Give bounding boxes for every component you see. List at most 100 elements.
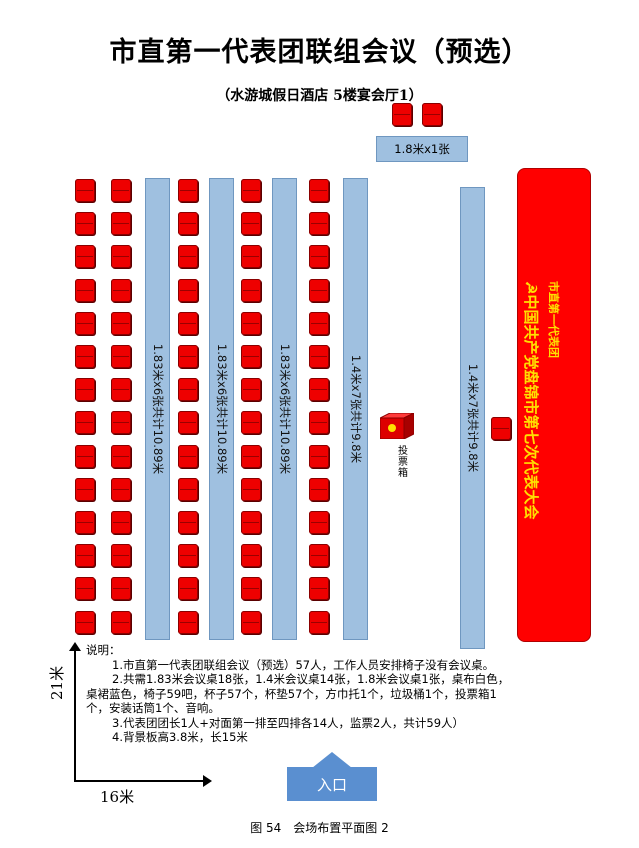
chair (241, 544, 261, 568)
chair (178, 610, 198, 634)
chair (178, 544, 198, 568)
chair (422, 103, 442, 126)
axis-x-line (74, 780, 207, 782)
chair (178, 345, 198, 368)
notes: 说明： 1.市直第一代表团联组会议（预选）57人，工作人员安排椅子没有会议桌。 … (86, 643, 518, 745)
chair (111, 179, 131, 202)
page-title: 市直第一代表团联组会议（预选） (109, 37, 530, 68)
chair (309, 179, 329, 202)
chair (75, 245, 95, 269)
chair (75, 511, 95, 534)
conference-table-3: 1.83米x6张共计10.89米 (272, 178, 297, 640)
chair (75, 179, 95, 202)
chair (111, 212, 131, 236)
axis-y-line (74, 648, 76, 781)
conference-table-2: 1.83米x6张共计10.89米 (209, 178, 234, 640)
chair (178, 179, 198, 202)
entrance-arrow-icon (312, 752, 352, 768)
chair (75, 544, 95, 568)
chair (178, 311, 198, 335)
chair (111, 245, 131, 269)
note-item: 1.市直第一代表团联组会议（预选）57人，工作人员安排椅子没有会议桌。 (112, 657, 495, 672)
chair (75, 212, 95, 236)
chair (75, 577, 95, 601)
chair (75, 378, 95, 402)
chair (178, 444, 198, 468)
note-item: 4.背景板高3.8米，长15米 (112, 730, 248, 744)
chair (309, 411, 329, 435)
chair (309, 278, 329, 302)
chair (178, 278, 198, 302)
figure-caption: 图 54 会场布置平面图 2 (250, 821, 389, 835)
arrow-right-icon (203, 775, 212, 787)
ballot-box-label: 投票箱 (398, 446, 408, 479)
chair (75, 477, 95, 501)
chair (178, 577, 198, 601)
chair (309, 544, 329, 568)
chair (309, 610, 329, 634)
chair (111, 544, 131, 568)
chair (309, 444, 329, 468)
chair (111, 511, 131, 534)
chair (241, 444, 261, 468)
chair (75, 278, 95, 302)
conference-table-1: 1.83米x6张共计10.89米 (145, 178, 170, 640)
chair (309, 511, 329, 534)
chair (111, 345, 131, 368)
note-item: 2.共需1.83米会议桌18张，1.4米会议桌14张，1.8米会议桌1张，桌布白… (86, 672, 510, 715)
chair (111, 378, 131, 402)
chair (309, 477, 329, 501)
table-label: 1.83米x6张共计10.89米 (150, 343, 165, 475)
ballot-box-icon (380, 413, 414, 439)
chair (392, 103, 412, 126)
chair (75, 345, 95, 368)
chair (491, 417, 511, 440)
chair (178, 411, 198, 435)
conference-table-4: 1.4米x7张共计9.8米 (343, 178, 368, 640)
chair (241, 212, 261, 236)
chair (241, 477, 261, 501)
chair (309, 245, 329, 269)
chair (309, 345, 329, 368)
backdrop-banner-subtitle: 市直第一代表团 (547, 281, 560, 358)
table-label: 1.4米x7张共计9.8米 (348, 354, 363, 464)
backdrop-banner-title: ☭中国共产党盘锦市第七次代表大会 (522, 281, 540, 520)
chair (178, 511, 198, 534)
chair (241, 511, 261, 534)
chair (241, 311, 261, 335)
chair (309, 212, 329, 236)
chair (75, 610, 95, 634)
chair (75, 311, 95, 335)
chair (241, 610, 261, 634)
chair (178, 245, 198, 269)
chair (178, 378, 198, 402)
conference-table-5: 1.4米x7张共计9.8米 (460, 187, 485, 649)
chair (309, 378, 329, 402)
chair (241, 411, 261, 435)
axis-y-label: 21米 (48, 665, 66, 700)
chair (111, 411, 131, 435)
entrance-marker: 入口 (287, 767, 377, 801)
chair (178, 212, 198, 236)
chair (241, 345, 261, 368)
chair (241, 378, 261, 402)
chair (241, 278, 261, 302)
note-item: 3.代表团团长1人+对面第一排至四排各14人，监票2人，共计59人） (112, 715, 465, 730)
chair (111, 444, 131, 468)
table-label: 1.4米x7张共计9.8米 (465, 363, 480, 473)
chair (75, 444, 95, 468)
chair (111, 477, 131, 501)
venue-subtitle: （水游城假日酒店 5楼宴会厅1） (216, 88, 423, 104)
chair (241, 245, 261, 269)
axis-x-label: 16米 (100, 788, 135, 806)
chair (178, 477, 198, 501)
chair (111, 610, 131, 634)
arrow-up-icon (69, 642, 81, 651)
chair (111, 577, 131, 601)
table-label: 1.83米x6张共计10.89米 (277, 343, 292, 475)
chair (241, 179, 261, 202)
notes-heading: 说明： (86, 643, 121, 657)
head-table: 1.8米x1张 (376, 136, 468, 162)
stage-backdrop: ☭中国共产党盘锦市第七次代表大会 市直第一代表团 (517, 168, 591, 642)
chair (309, 311, 329, 335)
